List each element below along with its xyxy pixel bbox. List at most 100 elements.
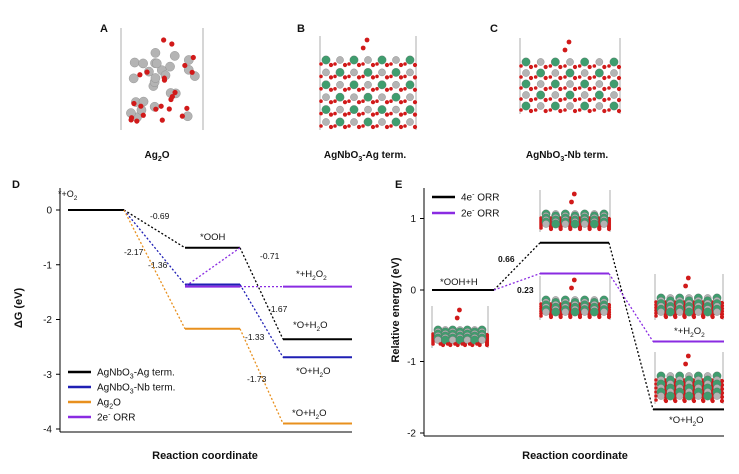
o-atom bbox=[607, 64, 611, 68]
ag-atom bbox=[522, 91, 530, 99]
ag-atom bbox=[478, 336, 486, 344]
nb-atom bbox=[363, 92, 373, 102]
chart-e-connector bbox=[493, 242, 541, 291]
o-atom bbox=[528, 97, 534, 103]
ag-atom bbox=[364, 81, 372, 89]
o-atom bbox=[333, 74, 337, 79]
ag-atom bbox=[169, 51, 180, 61]
o-atom bbox=[144, 69, 150, 75]
ag-atom bbox=[522, 69, 530, 77]
o-atom bbox=[333, 111, 337, 116]
nb-atom bbox=[594, 68, 604, 78]
adsorbed-o-atom bbox=[562, 47, 568, 53]
o-atom bbox=[548, 226, 553, 230]
o-atom bbox=[607, 108, 611, 112]
chart-d-connector bbox=[239, 328, 284, 424]
o-atom bbox=[577, 64, 582, 68]
o-atom bbox=[719, 398, 725, 404]
o-atom bbox=[587, 108, 592, 114]
ag-atom bbox=[657, 308, 665, 316]
o-atom bbox=[577, 314, 582, 318]
o-atom bbox=[137, 72, 143, 78]
adsorbed-o-atom bbox=[569, 199, 574, 205]
o-atom bbox=[558, 75, 563, 81]
o-atom bbox=[607, 75, 611, 79]
agnbo3-ag-term-structure-image bbox=[319, 36, 418, 130]
o-atom bbox=[375, 99, 379, 103]
o-atom bbox=[375, 87, 379, 91]
chart-e-end-label: *+H2O2 bbox=[674, 326, 705, 339]
nb-atom bbox=[589, 307, 599, 317]
ag-atom bbox=[542, 220, 550, 228]
ag-atom bbox=[694, 308, 703, 316]
o-atom bbox=[342, 62, 348, 68]
o-atom bbox=[577, 86, 582, 90]
o-atom bbox=[558, 314, 563, 318]
o-atom bbox=[543, 97, 548, 103]
o-atom bbox=[682, 314, 686, 318]
ag-atom bbox=[406, 68, 414, 77]
panel-a-caption: Ag2O bbox=[144, 150, 169, 163]
o-atom bbox=[548, 86, 553, 90]
o-atom bbox=[654, 386, 658, 390]
o-atom bbox=[412, 75, 418, 80]
chart-d-x-axis-label: Reaction coordinate bbox=[152, 450, 258, 462]
o-atom bbox=[533, 64, 538, 68]
chart-d-level-label: *O+H2O bbox=[293, 320, 328, 333]
o-atom bbox=[602, 86, 607, 92]
nb-atom bbox=[536, 90, 546, 100]
o-atom bbox=[342, 75, 348, 80]
ag-atom bbox=[610, 69, 618, 77]
nb-atom bbox=[335, 92, 345, 102]
ag-atom bbox=[551, 91, 560, 99]
o-atom bbox=[602, 75, 607, 81]
o-atom bbox=[616, 64, 622, 70]
chart-d-step-label: -0.71 bbox=[260, 251, 280, 261]
ag-atom bbox=[406, 118, 414, 126]
o-atom bbox=[179, 113, 185, 119]
ag-atom bbox=[542, 308, 550, 316]
nb-atom bbox=[391, 92, 401, 102]
o-atom bbox=[398, 112, 404, 117]
o-atom bbox=[403, 87, 407, 91]
o-atom bbox=[543, 108, 548, 114]
nb-atom bbox=[551, 307, 561, 317]
o-atom bbox=[528, 86, 534, 92]
nb-atom bbox=[594, 90, 604, 100]
chart-d-free-energy-diagram: 0-1-2-3-4*+O2-0.69-1.67*OOH*O+H2O-1.36-1… bbox=[43, 188, 352, 436]
chart-d-level-label: *O+H2O bbox=[292, 408, 327, 421]
ag-atom bbox=[536, 80, 545, 88]
o-atom bbox=[328, 100, 334, 105]
adsorbed-o-atom bbox=[566, 39, 572, 45]
o-atom bbox=[370, 75, 376, 80]
ag-atom bbox=[657, 392, 665, 400]
o-atom bbox=[654, 398, 658, 402]
panel-letter-d: D bbox=[12, 179, 20, 191]
o-atom bbox=[539, 226, 543, 230]
ag-atom bbox=[561, 308, 570, 316]
o-atom bbox=[672, 314, 677, 318]
o-atom bbox=[533, 75, 538, 79]
o-atom bbox=[597, 226, 601, 230]
o-atom bbox=[138, 103, 144, 109]
nb-atom bbox=[405, 80, 415, 90]
o-atom bbox=[370, 62, 376, 68]
o-atom bbox=[533, 86, 538, 90]
o-atom bbox=[654, 378, 658, 382]
chart-d-level-label: *+H2O2 bbox=[296, 269, 327, 282]
chart-d-legend-entry: Ag2O bbox=[97, 398, 121, 411]
o-atom bbox=[691, 398, 696, 402]
nb-atom bbox=[377, 105, 387, 114]
ag-atom bbox=[322, 68, 330, 77]
o-atom bbox=[169, 94, 175, 100]
o-atom bbox=[548, 97, 553, 101]
nb-atom bbox=[550, 57, 560, 67]
adsorbed-o-atom bbox=[360, 45, 366, 51]
o-atom bbox=[398, 62, 404, 68]
o-atom bbox=[172, 89, 178, 96]
chart-d-legend-entry: AgNbO3-Nb term. bbox=[97, 383, 175, 396]
o-atom bbox=[403, 74, 407, 79]
